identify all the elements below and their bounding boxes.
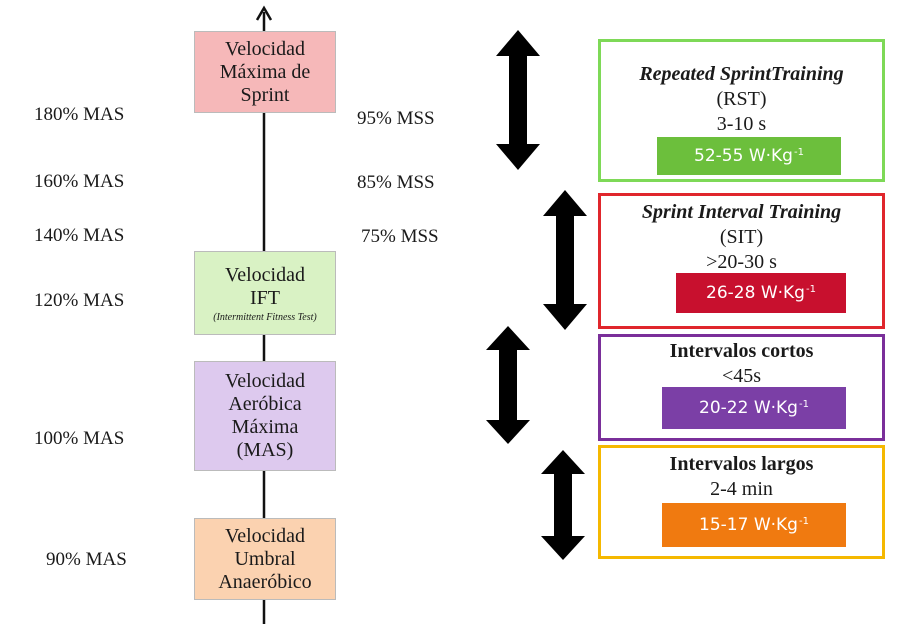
velocity-line: Velocidad	[225, 524, 305, 547]
training-title: Intervalos largos	[669, 453, 814, 475]
velocity-line: Máxima de	[219, 60, 311, 83]
velocity-box-mas: Velocidad Aeróbica Máxima (MAS)	[194, 361, 336, 471]
mss-label-95: 95% MSS	[357, 108, 435, 129]
velocity-line: IFT	[250, 286, 280, 309]
power-badge-rst: 52-55 W·Kg-1	[657, 137, 841, 175]
power-badge-short: 20-22 W·Kg-1	[662, 387, 846, 429]
training-line: <45s	[721, 365, 762, 387]
mas-label-180: 180% MAS	[34, 104, 125, 125]
mss-label-75: 75% MSS	[361, 226, 439, 247]
velocity-line: Velocidad	[225, 37, 305, 60]
velocity-line: Umbral	[234, 547, 296, 570]
power-value: 52-55 W·Kg	[694, 146, 793, 166]
training-line: 2-4 min	[710, 478, 773, 500]
power-badge-long: 15-17 W·Kg-1	[662, 503, 846, 547]
double-arrow-icon	[543, 190, 587, 330]
power-badge-sit: 26-28 W·Kg-1	[676, 273, 846, 313]
power-exponent: -1	[805, 283, 816, 295]
double-arrow-icon	[496, 30, 540, 170]
power-exponent: -1	[798, 398, 809, 410]
velocity-line: Velocidad	[225, 370, 305, 392]
training-line: (SIT)	[719, 226, 764, 248]
velocity-box-sprint: Velocidad Máxima de Sprint	[194, 31, 336, 113]
power-value: 15-17 W·Kg	[699, 515, 798, 535]
training-title: Repeated SprintTraining	[639, 63, 844, 85]
velocity-line: Velocidad	[225, 263, 305, 286]
velocity-line: Sprint	[240, 83, 290, 106]
power-exponent: -1	[793, 146, 804, 158]
training-line: (RST)	[716, 88, 767, 110]
mas-label-140: 140% MAS	[34, 225, 125, 246]
velocity-box-threshold: Velocidad Umbral Anaeróbico	[194, 518, 336, 600]
training-title: Sprint Interval Training	[641, 201, 842, 223]
mas-label-90: 90% MAS	[46, 549, 127, 570]
double-arrow-icon	[541, 450, 585, 560]
training-line: >20-30 s	[706, 251, 777, 273]
mas-label-160: 160% MAS	[34, 171, 125, 192]
mss-label-85: 85% MSS	[357, 172, 435, 193]
velocity-box-ift: Velocidad IFT (Intermittent Fitness Test…	[194, 251, 336, 335]
power-value: 20-22 W·Kg	[699, 398, 798, 418]
velocity-line: Aeróbica	[228, 393, 302, 415]
training-line: 3-10 s	[716, 113, 767, 135]
velocity-note: (Intermittent Fitness Test)	[213, 311, 317, 323]
training-title: Intervalos cortos	[669, 340, 814, 362]
double-arrow-icon	[486, 326, 530, 444]
power-value: 26-28 W·Kg	[706, 283, 805, 303]
velocity-line: (MAS)	[236, 439, 294, 461]
power-exponent: -1	[798, 515, 809, 527]
velocity-line: Máxima	[231, 416, 299, 438]
mas-label-120: 120% MAS	[34, 290, 125, 311]
mas-label-100: 100% MAS	[34, 428, 125, 449]
velocity-line: Anaeróbico	[218, 570, 312, 593]
